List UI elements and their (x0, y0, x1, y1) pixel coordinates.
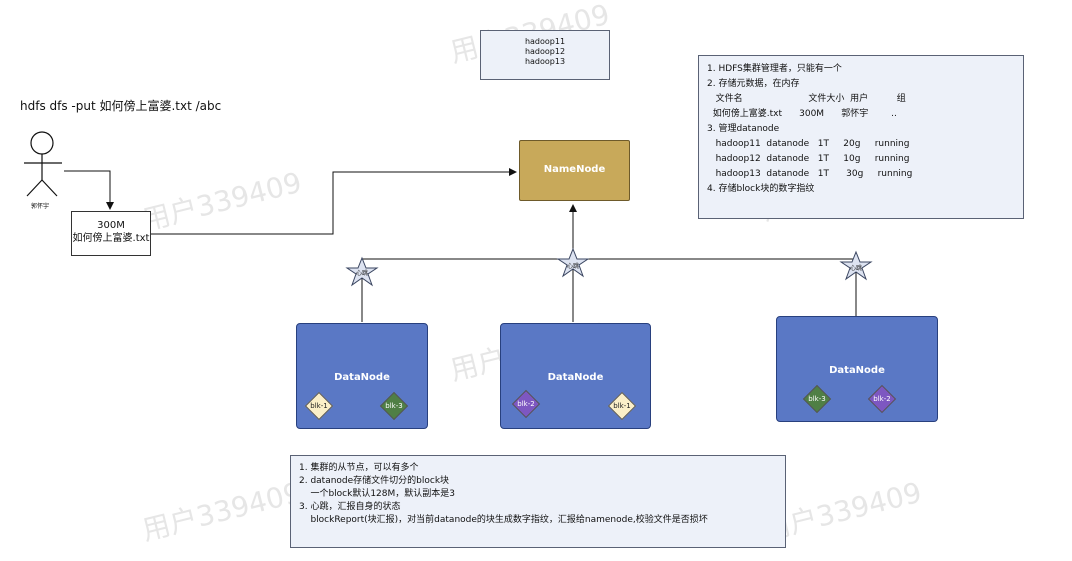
note-line: 4. 存储block块的数字指纹 (707, 184, 815, 194)
put-command: hdfs dfs -put 如何傍上富婆.txt /abc (20, 99, 222, 113)
block-chip: blk-2 (867, 384, 897, 414)
datanode-title: DataNode (829, 365, 885, 376)
block-label: blk-3 (385, 402, 403, 410)
host-item: hadoop11 (524, 37, 566, 46)
block-label: blk-1 (310, 402, 328, 410)
block-label: blk-2 (873, 395, 891, 403)
datanode-title: DataNode (547, 372, 604, 383)
user-figure-icon (24, 131, 62, 197)
heartbeat-label: 心跳 (566, 263, 579, 270)
hosts-box: hadoop11 hadoop12 hadoop13 (480, 30, 610, 80)
note-line: 如何傍上富婆.txt 300M 郭怀宇 .. (707, 109, 897, 119)
user-label: 郭怀宇 (31, 203, 50, 210)
note-line: 3. 管理datanode (707, 124, 780, 134)
note-line: hadoop12 datanode 1T 10g running (707, 154, 910, 164)
namenode-box: NameNode (519, 140, 630, 201)
note-line: 文件名 文件大小 用户 组 (707, 94, 906, 104)
note-line: blockReport(块汇报)，对当前datanode的块生成数字指纹，汇报给… (299, 515, 708, 525)
note-line: 3. 心跳，汇报自身的状态 (299, 502, 401, 512)
note-line: 2. 存储元数据，在内存 (707, 79, 800, 89)
file-size: 300M (97, 220, 125, 231)
note-line: hadoop11 datanode 1T 20g running (707, 139, 910, 149)
block-chip: blk-2 (511, 389, 541, 419)
datanode-title: DataNode (334, 372, 390, 383)
host-item: hadoop12 (524, 47, 566, 56)
heartbeat-label: 心跳 (355, 270, 368, 277)
block-label: blk-2 (517, 400, 535, 408)
heartbeat-star-icon (345, 256, 379, 287)
namenode-note: 1. HDFS集群管理者，只能有一个 2. 存储元数据，在内存 文件名 文件大小… (698, 55, 1024, 219)
heartbeat-star-icon (839, 250, 873, 281)
block-label: blk-3 (808, 395, 826, 403)
note-line: 一个block默认128M，默认副本是3 (299, 489, 455, 499)
file-name: 如何傍上富婆.txt (72, 233, 150, 244)
note-line: 2. datanode存储文件切分的block块 (299, 476, 450, 486)
note-line: 1. 集群的从节点，可以有多个 (299, 463, 419, 473)
datanode-box: DataNode blk-1 blk-3 (296, 323, 428, 429)
block-chip: blk-3 (379, 391, 409, 421)
datanode-box: DataNode blk-2 blk-1 (500, 323, 651, 429)
heartbeat-label: 心跳 (849, 265, 862, 272)
block-chip: blk-3 (802, 384, 832, 414)
datanode-note: 1. 集群的从节点，可以有多个 2. datanode存储文件切分的block块… (290, 455, 786, 548)
note-line: hadoop13 datanode 1T 30g running (707, 169, 913, 179)
block-label: blk-1 (613, 402, 631, 410)
file-box: 300M 如何傍上富婆.txt (71, 211, 151, 256)
note-line: 1. HDFS集群管理者，只能有一个 (707, 64, 842, 74)
datanode-box: DataNode blk-3 blk-2 (776, 316, 938, 422)
heartbeat-star-icon (556, 247, 590, 278)
host-item: hadoop13 (524, 57, 566, 66)
block-chip: blk-1 (607, 391, 637, 421)
block-chip: blk-1 (304, 391, 334, 421)
